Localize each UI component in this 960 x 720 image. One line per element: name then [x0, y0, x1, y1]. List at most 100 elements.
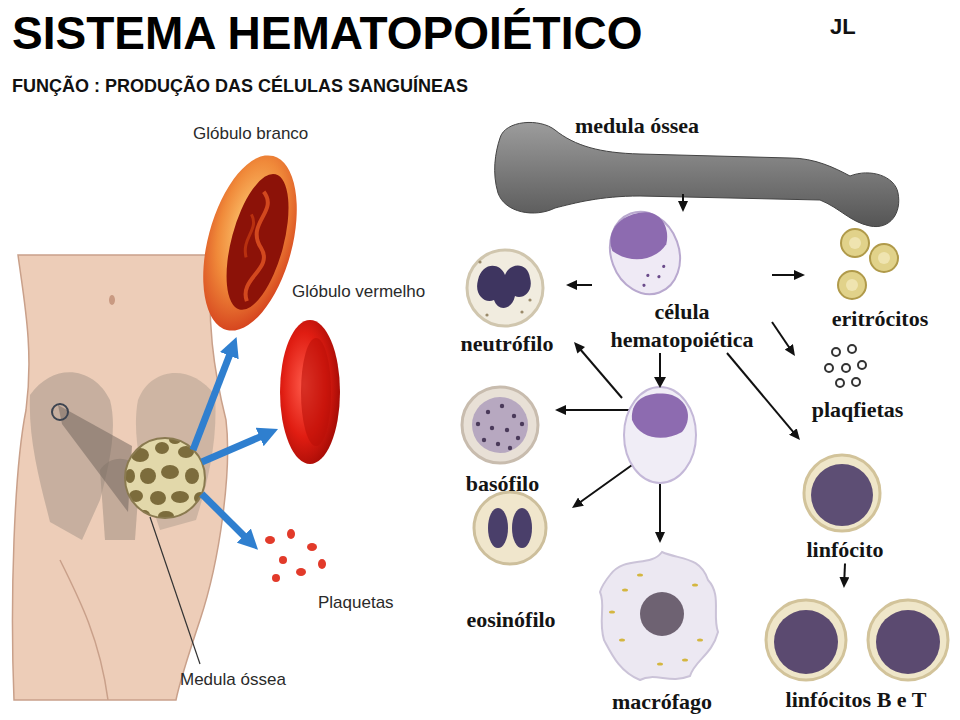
lymphocyte — [811, 464, 873, 526]
cell-node: macrófago — [592, 543, 732, 716]
platelet-dots — [858, 361, 866, 369]
b-and-t-lymphocytes — [868, 600, 948, 680]
neutrophil — [478, 260, 481, 263]
b-and-t-lymphocytes — [876, 610, 940, 674]
stem-cell — [642, 283, 646, 287]
lineage-arrow — [727, 353, 796, 435]
red-blood-cell — [301, 338, 331, 446]
cell-node: basófilo — [450, 382, 555, 498]
erythrocytes — [838, 229, 898, 299]
zoom-cone — [58, 405, 132, 512]
basophil — [490, 426, 494, 430]
zoom-cone — [52, 404, 68, 420]
body-figure — [13, 255, 228, 700]
cell-node: plaqfietas — [795, 342, 920, 424]
femur-bone — [495, 122, 899, 226]
platelet-dots — [832, 348, 840, 356]
macrophage — [622, 588, 628, 591]
white-blood-cell — [186, 145, 314, 341]
callout-label: Medula óssea — [180, 670, 286, 690]
white-blood-cell — [214, 168, 300, 317]
cell-label: medula óssea — [575, 112, 900, 140]
b-and-t-lymphocytes — [774, 610, 838, 674]
platelets — [272, 574, 280, 582]
marrow-node: Medula óssea — [125, 438, 205, 518]
arrowhead — [654, 377, 666, 388]
flow-arrow — [202, 494, 248, 540]
cell-label: basófilo — [450, 470, 555, 498]
eosinophil — [474, 492, 546, 564]
macrophage — [637, 573, 643, 576]
neutrophil — [528, 298, 531, 301]
platelets — [307, 543, 317, 551]
cell-label: eosinófilo — [450, 606, 572, 634]
eosinophil — [512, 508, 532, 548]
erythrocytes — [846, 279, 858, 291]
basophil — [476, 404, 524, 450]
zoom-cone — [52, 404, 132, 512]
red-cell-node: Glóbulo vermelho — [278, 318, 344, 466]
eosinophil — [474, 492, 546, 564]
cell-label: célula hematopoiética — [592, 298, 772, 353]
myeloid-progenitor-cell — [624, 387, 696, 483]
b-and-t-lymphocytes — [766, 600, 846, 680]
basophil — [496, 442, 500, 446]
lymphocyte — [804, 455, 880, 531]
cell-node: linfócitos B e T — [758, 588, 954, 714]
cell-label: macrófago — [592, 688, 732, 716]
platelet-dots — [825, 345, 866, 387]
platelets — [265, 536, 275, 544]
body-figure — [60, 560, 108, 700]
erythrocytes — [870, 244, 898, 272]
platelets — [318, 559, 326, 569]
body-figure — [13, 255, 228, 700]
platelet-dots — [852, 378, 860, 386]
stem-cell — [603, 205, 673, 268]
callout-label: Plaquetas — [318, 593, 394, 613]
cell-label: eritrócitos — [805, 305, 955, 333]
neutrophil — [477, 266, 531, 308]
basophil — [486, 410, 490, 414]
b-and-t-lymphocytes — [766, 600, 948, 680]
red-blood-cell — [280, 320, 340, 464]
marrow-magnified — [131, 448, 149, 462]
lineage-arrow — [843, 564, 846, 583]
erythrocytes — [878, 252, 890, 264]
basophil — [482, 438, 486, 442]
cell-node: eosinófilo — [450, 488, 572, 634]
cell-label: neutrófilo — [448, 330, 566, 358]
marrow-magnified — [150, 491, 166, 505]
arrow — [580, 349, 622, 398]
macrophage — [609, 573, 703, 665]
macrophage — [600, 552, 718, 680]
callout-label: Glóbulo vermelho — [292, 282, 425, 302]
stem-cell — [599, 202, 692, 304]
red-blood-cell — [280, 320, 340, 464]
flow-arrow — [202, 435, 265, 462]
lineage-arrow — [772, 322, 792, 351]
stem-cell — [646, 273, 650, 277]
basophil — [520, 422, 524, 426]
white-cell-node: Glóbulo branco — [205, 152, 295, 337]
macrophage — [609, 610, 615, 613]
myeloid-progenitor-cell — [632, 394, 688, 438]
marrow-magnified — [155, 442, 169, 454]
platelet-dots — [848, 345, 856, 353]
stem-cell — [657, 275, 661, 279]
macrophage — [640, 592, 684, 636]
macrophage — [692, 583, 698, 586]
basophil — [472, 397, 528, 453]
platelet-dots — [842, 364, 850, 372]
arrow — [574, 342, 585, 354]
stem-cell — [662, 264, 666, 268]
basophil — [512, 414, 516, 418]
erythrocytes — [849, 237, 861, 249]
diagram-title: SISTEMA HEMATOPOIÉTICO — [12, 6, 642, 60]
basophil — [505, 428, 509, 432]
basophil — [516, 436, 520, 440]
author-mark: JL — [830, 14, 856, 40]
neutrophil — [520, 310, 523, 313]
stem-cell — [599, 202, 692, 304]
erythrocytes — [841, 229, 869, 257]
